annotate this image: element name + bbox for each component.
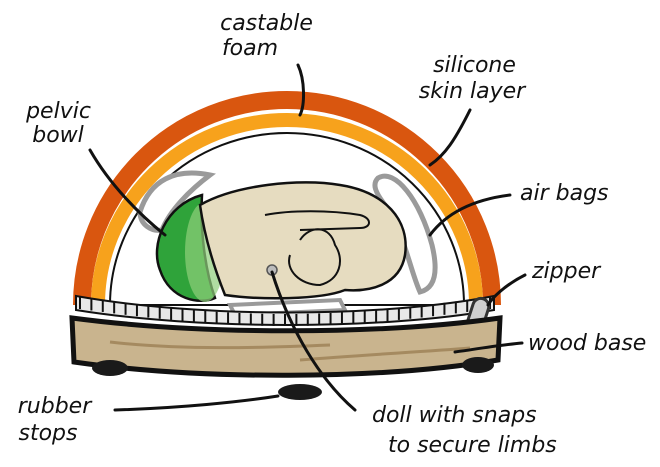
- label-doll: doll with snaps to secure limbs: [372, 403, 557, 458]
- label-castable-foam: castable foam: [220, 11, 320, 61]
- label-wood-base: wood base: [528, 331, 646, 356]
- label-rubber-stops: rubber stops: [18, 394, 99, 446]
- label-silicone-skin: silicone skin layer: [419, 53, 527, 104]
- rubber-stop-right: [462, 357, 494, 373]
- rubber-stop-center: [278, 384, 322, 400]
- label-zipper: zipper: [531, 259, 602, 284]
- rubber-stop-left: [92, 360, 128, 376]
- leader-rubber-stops: [115, 396, 278, 410]
- label-air-bags: air bags: [520, 181, 609, 206]
- label-pelvic-bowl: pelvic bowl: [25, 99, 98, 148]
